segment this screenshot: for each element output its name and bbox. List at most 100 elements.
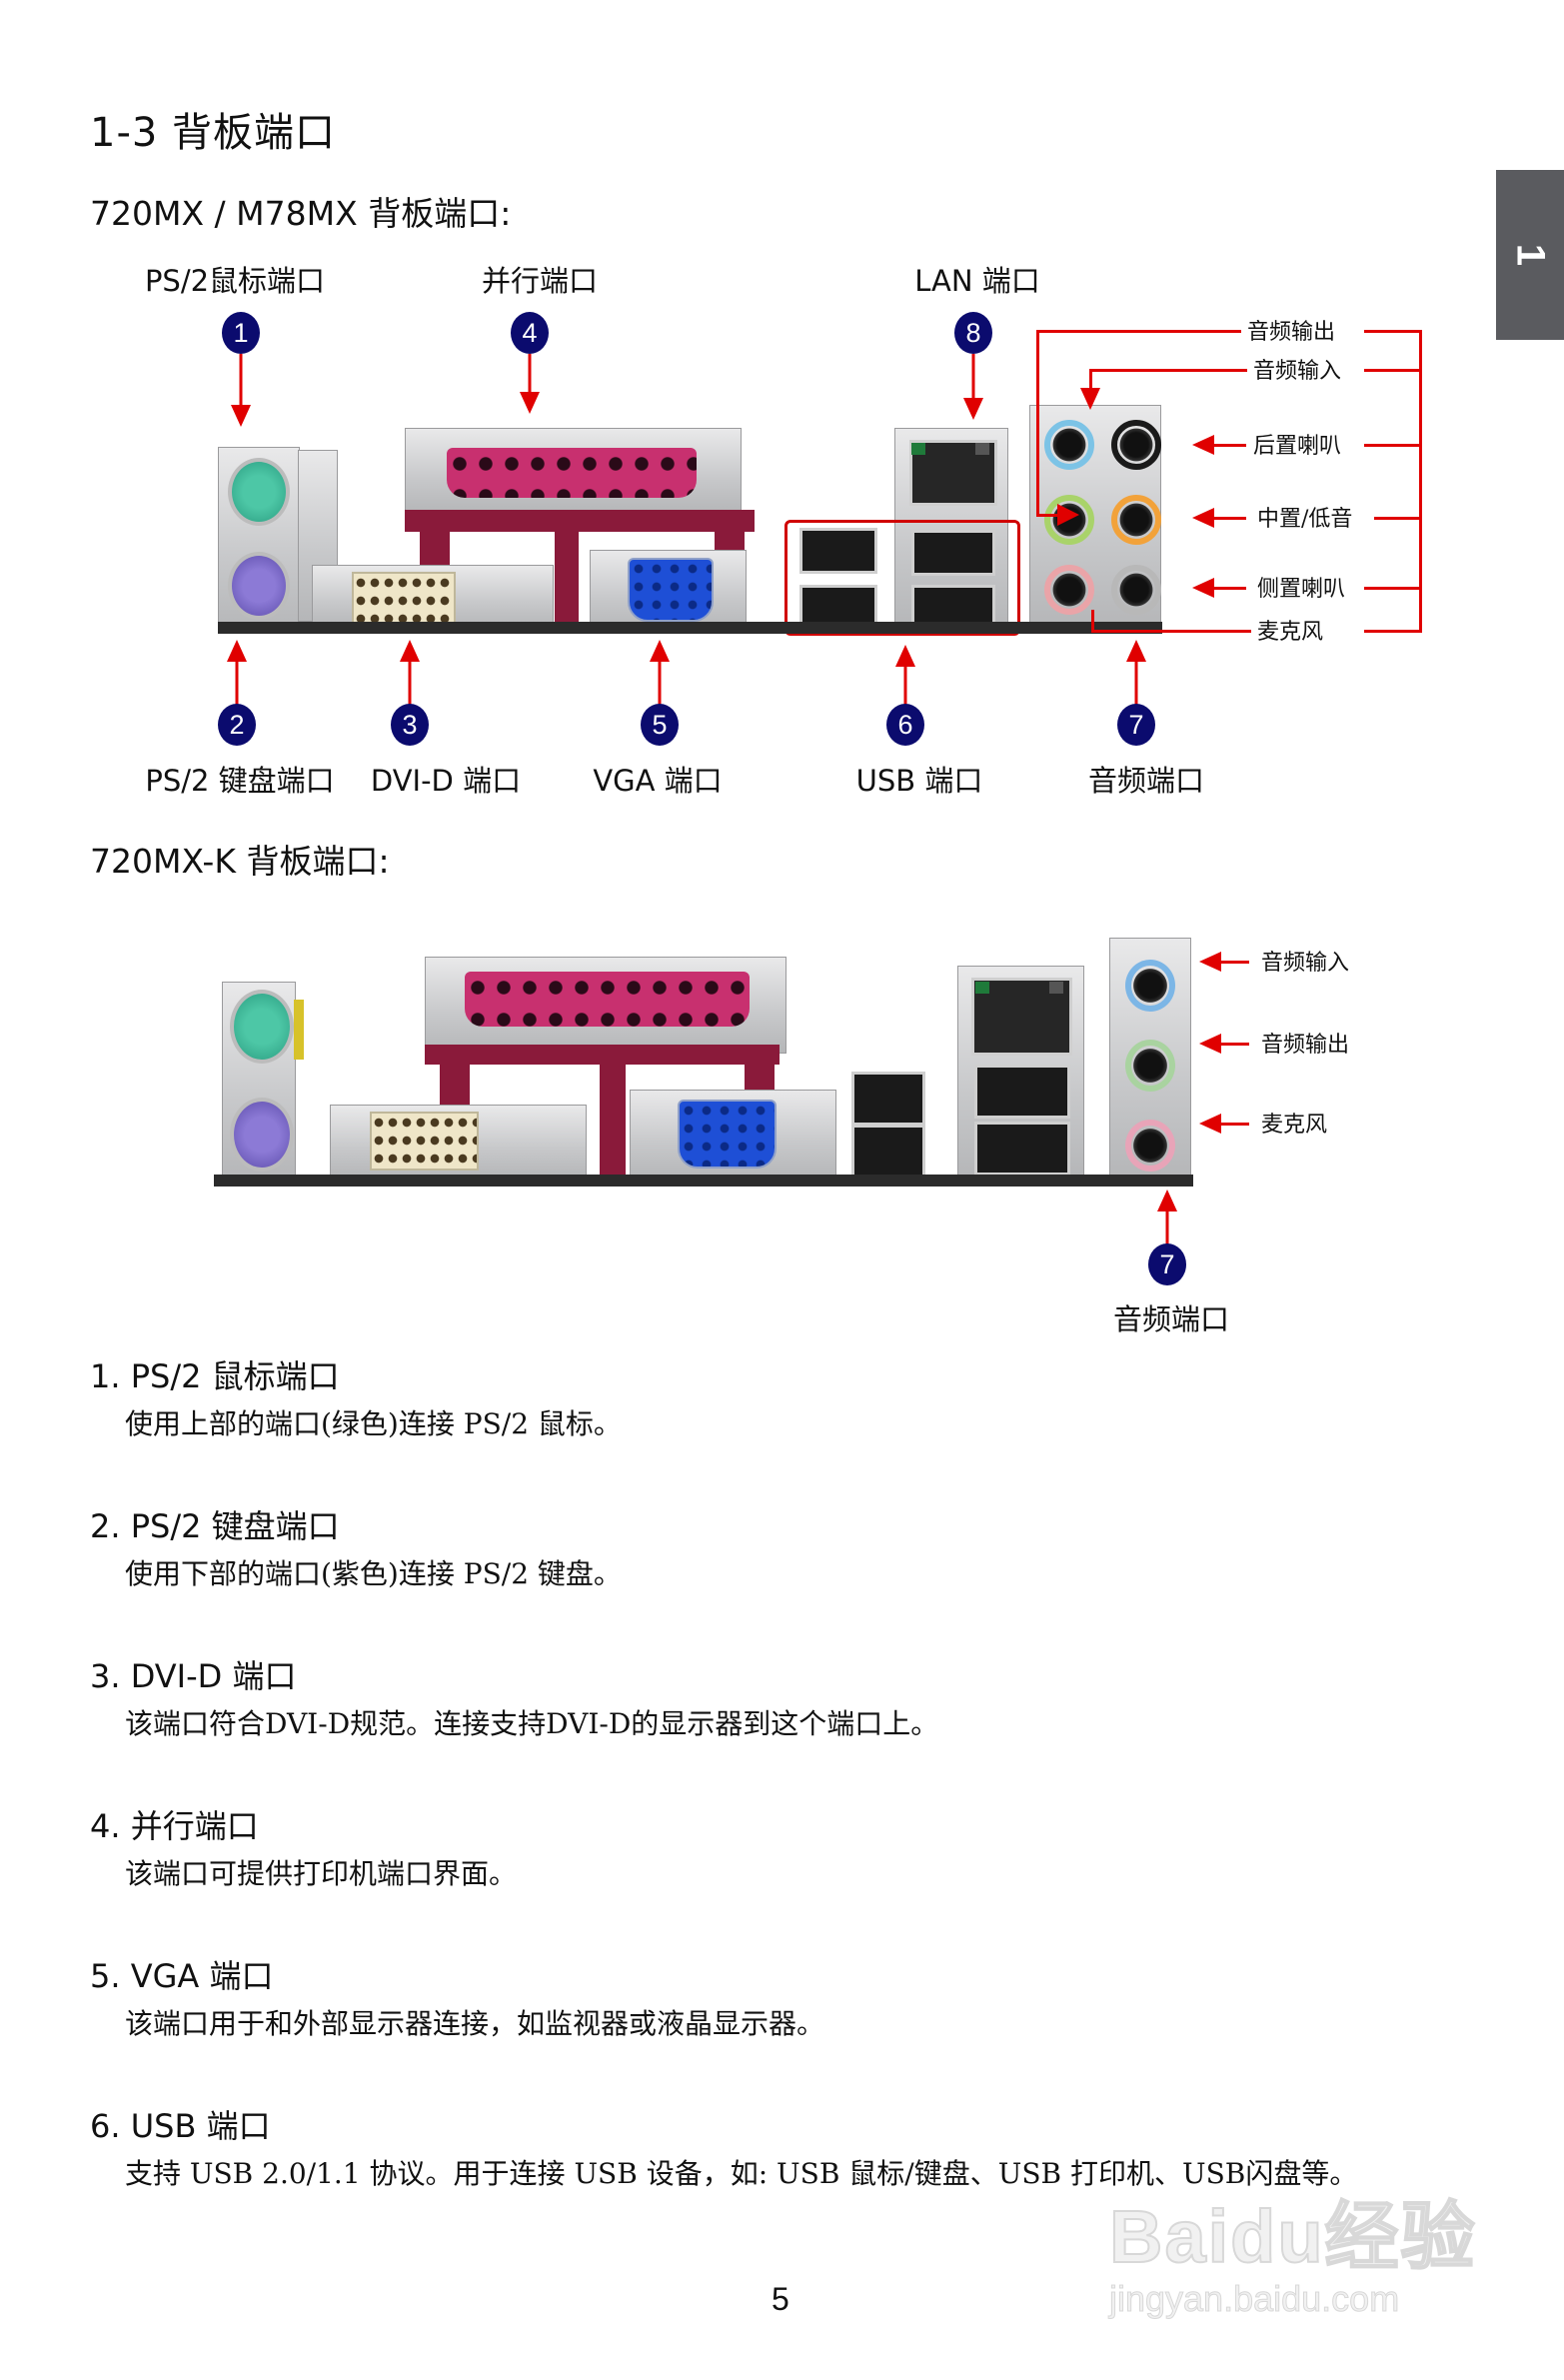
arrow-down-icon [1080,388,1100,410]
arrow-7b-head [1157,1190,1177,1211]
badge-7: 7 [1117,704,1155,746]
arrow-6-line [903,665,907,705]
item-desc-ps2-keyboard: 使用下部的端口(紫色)连接 PS/2 键盘。 [125,1557,622,1590]
dvi-port [370,1112,479,1171]
watermark-url: jingyan.baidu.com [1109,2278,1400,2320]
item-title-parallel: 4. 并行端口 [90,1807,259,1845]
arrow-left-icon [1192,435,1214,455]
arrow-2-head [227,640,247,662]
rear-line [1214,444,1246,447]
badge-2: 2 [218,704,256,746]
item-desc-usb: 支持 USB 2.0/1.1 协议。用于连接 USB 设备，如: USB 鼠标/… [125,2157,1358,2190]
audio-jack-blue [1125,960,1175,1012]
audio-in-vline [1089,369,1092,389]
ps2-keyboard-port [230,1098,294,1172]
label-vga: VGA 端口 [593,764,723,798]
arrow-left-icon [1192,508,1214,528]
label-parallel: 并行端口 [481,264,599,298]
badge-5: 5 [641,704,679,746]
ps2-keyboard-port [228,552,290,620]
arrow-right-icon [1057,504,1079,526]
arrow-6-head [895,645,915,667]
parallel-bracket [405,510,755,532]
arrow-4-line [528,354,532,394]
audio-jack-pink [1125,1120,1175,1172]
audio-jack-orange [1111,495,1161,545]
audio-out-vline [1036,330,1039,516]
label-side-speaker: 侧置喇叭 [1257,577,1346,602]
board-edge [214,1175,1193,1187]
arrow-left-icon [1192,578,1214,598]
item-desc-parallel: 该端口可提供打印机端口界面。 [125,1857,518,1890]
audio-in-line [1221,961,1249,964]
lan-led-gray [975,443,989,455]
audio-jack-black [1111,420,1161,470]
arrow-1-line [239,354,243,408]
arrow-5-line [658,660,662,705]
label-audio-port: 音频端口 [1112,1302,1230,1336]
bracket-tick [1364,444,1422,447]
ps2-mouse-port [230,990,294,1064]
label-audio: 音频端口 [1087,764,1205,798]
arrow-left-icon [1199,1114,1221,1134]
arrow-8-line [971,354,975,400]
item-title-usb: 6. USB 端口 [90,2107,271,2145]
section-title: 1-3 背板端口 [90,110,337,156]
audio-out-line [1221,1043,1249,1046]
badge-8: 8 [954,312,992,354]
label-usb: USB 端口 [855,764,983,798]
item-desc-dvi: 该端口符合DVI-D规范。连接支持DVI-D的显示器到这个端口上。 [125,1707,939,1740]
usb-port-4 [974,1122,1070,1176]
usb-port-3 [974,1065,1070,1119]
arrow-left-icon [1199,1034,1221,1054]
bracket-tick [1364,630,1422,633]
bracket-tick [1364,330,1422,333]
arrow-left-icon [1199,952,1221,972]
center-line [1214,517,1246,520]
item-title-vga: 5. VGA 端口 [90,1957,274,1995]
arrow-5-head [650,640,670,662]
label-audio-out: 音频输出 [1261,1033,1350,1058]
bracket-tick [1364,587,1422,590]
ps2-yellow-strip [294,1000,304,1060]
label-lan: LAN 端口 [914,264,1040,298]
audio-jack-blue [1044,420,1094,470]
mic-line [1221,1123,1249,1126]
item-title-dvi: 3. DVI-D 端口 [90,1657,297,1695]
usb-port-3 [911,530,995,576]
audio-bracket-line [1419,330,1422,632]
vga-port [628,558,714,622]
vga-port [678,1100,777,1169]
watermark-logo: Baidu经验 [1108,2194,1477,2279]
usb-port-1 [851,1072,925,1126]
arrow-4-head [520,392,540,414]
label-microphone: 麦克风 [1257,620,1324,645]
board-edge [218,622,1162,634]
parallel-leg-mid [600,1065,626,1180]
audio-out-line [1036,330,1241,333]
arrow-7b-line [1165,1209,1169,1245]
parallel-port [447,448,697,498]
mic-line [1091,630,1251,633]
label-audio-out: 音频输出 [1247,320,1336,345]
diagram2-title: 720MX-K 背板端口: [90,842,390,881]
item-desc-vga: 该端口用于和外部显示器连接，如监视器或液晶显示器。 [125,2007,825,2040]
badge-3: 3 [391,704,429,746]
item-title-ps2-mouse: 1. PS/2 鼠标端口 [90,1357,340,1395]
mic-vline [1091,610,1094,632]
label-audio-in: 音频输入 [1261,951,1350,976]
label-microphone: 麦克风 [1261,1113,1328,1138]
chapter-tab: 1 [1496,170,1564,340]
audio-jack-green [1044,495,1094,545]
label-ps2-mouse: PS/2鼠标端口 [144,264,326,298]
arrow-2-line [235,660,239,705]
arrow-8-head [963,398,983,420]
label-dvi-d: DVI-D 端口 [370,764,522,798]
audio-out-hline [1036,514,1058,517]
item-desc-ps2-mouse: 使用上部的端口(绿色)连接 PS/2 鼠标。 [125,1407,622,1440]
label-rear-speaker: 后置喇叭 [1253,434,1342,459]
item-title-ps2-keyboard: 2. PS/2 键盘端口 [90,1507,340,1545]
badge-6: 6 [886,704,924,746]
badge-1: 1 [222,312,260,354]
arrow-3-line [408,660,412,705]
